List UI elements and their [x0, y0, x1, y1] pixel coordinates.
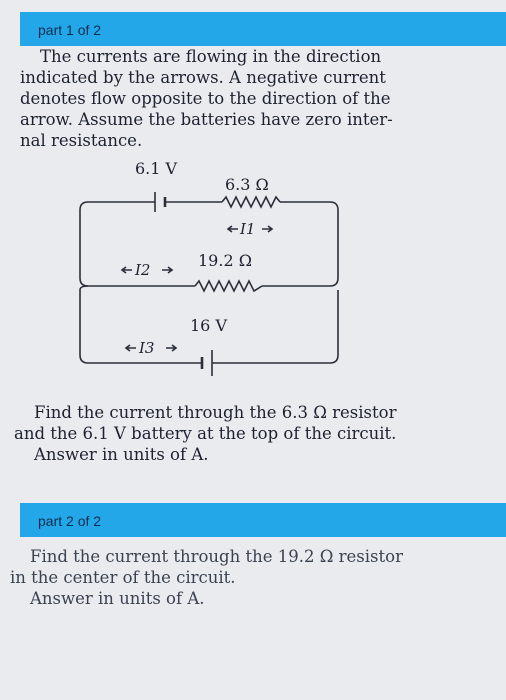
question-line: Find the current through the 19.2 Ω resi… — [30, 547, 403, 566]
statement-line: nal resistance. — [20, 131, 143, 150]
part-1-header-bar: part 1 of 2 — [20, 12, 506, 46]
resistor-mid-icon — [194, 279, 263, 293]
part-1-header: part 1 of 2 — [38, 22, 102, 38]
part-2-question: Find the current through the 19.2 Ω resi… — [10, 546, 410, 609]
resistor-top-icon — [221, 195, 281, 209]
current-1-label: I1 — [239, 220, 255, 238]
current-1-arrow-right-icon — [262, 225, 274, 233]
part-1-question: Find the current through the 6.3 Ω resis… — [14, 402, 404, 465]
circuit-diagram: 6.1 V 6.3 Ω I1 19.2 Ω I2 16 V I3 — [79, 159, 339, 376]
question-line: Find the current through the 6.3 Ω resis… — [34, 403, 397, 422]
statement-line: denotes flow opposite to the direction o… — [20, 89, 391, 108]
question-line: Answer in units of A. — [30, 589, 205, 608]
battery-bottom-label: 16 V — [190, 316, 227, 335]
lower-loop-wire-right — [212, 290, 339, 364]
upper-loop-wire-right — [262, 201, 339, 287]
resistor-mid-label: 19.2 Ω — [198, 251, 252, 270]
part-2-header-bar: part 2 of 2 — [20, 503, 506, 537]
resistor-top-label: 6.3 Ω — [225, 175, 269, 194]
lower-loop-wire — [79, 285, 202, 364]
battery-top-label: 6.1 V — [135, 159, 178, 178]
current-3-arrow-left-icon — [124, 344, 136, 352]
problem-statement: The currents are flowing in the directio… — [20, 46, 400, 151]
current-2-arrow-left-icon — [120, 266, 132, 274]
current-2-label: I2 — [134, 261, 150, 279]
current-3-arrow-right-icon — [166, 344, 178, 352]
question-line: in the center of the circuit. — [10, 568, 236, 587]
statement-line: arrow. Assume the batteries have zero in… — [20, 110, 393, 129]
statement-line: The currents are flowing in the directio… — [40, 47, 382, 66]
current-1-arrow-left-icon — [226, 225, 238, 233]
current-2-arrow-right-icon — [162, 266, 174, 274]
question-line: and the 6.1 V battery at the top of the … — [14, 424, 397, 443]
question-line: Answer in units of A. — [34, 445, 209, 464]
part-2-header: part 2 of 2 — [38, 513, 102, 529]
current-3-label: I3 — [138, 339, 154, 357]
statement-line: indicated by the arrows. A negative curr… — [20, 68, 386, 87]
